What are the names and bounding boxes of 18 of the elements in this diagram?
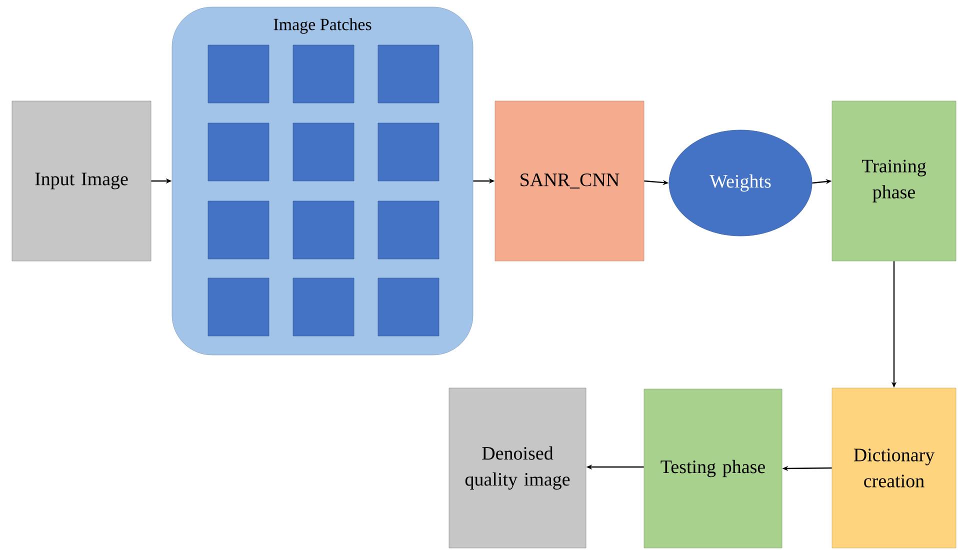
patch-square — [378, 122, 440, 182]
patch-square — [208, 200, 270, 260]
process-box: Denoised quality image — [448, 388, 586, 548]
patch-square — [378, 278, 440, 336]
patch-square — [208, 122, 270, 182]
patch-square — [378, 200, 440, 260]
patch-square — [292, 44, 354, 104]
patch-square — [208, 278, 270, 336]
process-box: Testing phase — [644, 388, 782, 548]
patch-square — [378, 44, 440, 104]
patch-square — [292, 278, 354, 336]
patch-square — [292, 122, 354, 182]
patch-square — [292, 200, 354, 260]
process-box: Dictionary creation — [832, 388, 956, 548]
patch-square — [208, 44, 270, 104]
process-box: SANR_CNN — [494, 100, 644, 262]
process-box: Training phase — [832, 100, 956, 262]
process-box: Input Image — [12, 100, 152, 262]
